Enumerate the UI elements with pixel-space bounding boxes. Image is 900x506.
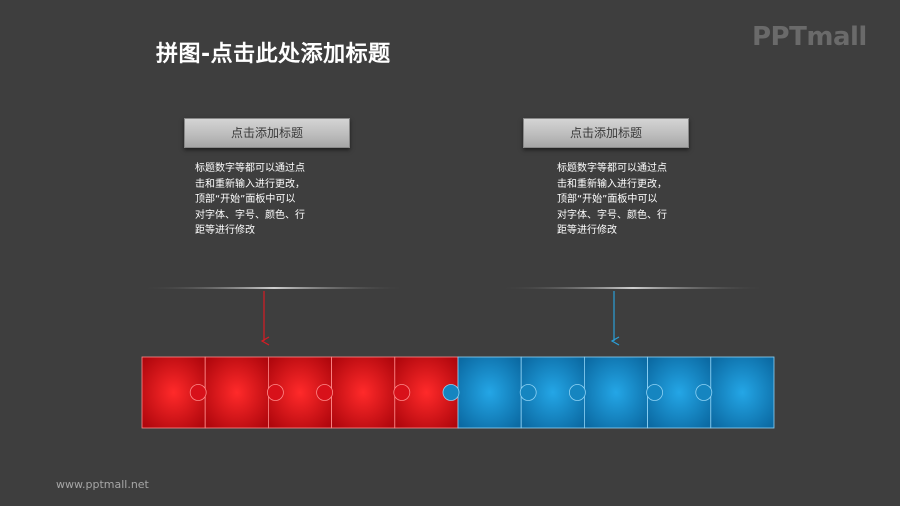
- left-body-text: 标题数字等都可以通过点 击和重新输入进行更改， 顶部“开始”面板中可以 对字体、…: [195, 161, 345, 239]
- text-line: 距等进行修改: [195, 225, 255, 236]
- puzzle-knob: [316, 384, 334, 401]
- text-line: 标题数字等都可以通过点: [195, 163, 305, 174]
- puzzle-knob: [189, 384, 207, 401]
- text-line: 顶部“开始”面板中可以: [557, 194, 658, 205]
- text-line: 标题数字等都可以通过点: [557, 163, 667, 174]
- puzzle-knob: [695, 384, 713, 401]
- blue-puzzle-piece: [584, 356, 649, 429]
- blue-puzzle-piece: [457, 356, 522, 429]
- text-line: 顶部“开始”面板中可以: [195, 194, 296, 205]
- puzzle-strip: [141, 356, 775, 429]
- puzzle-knob: [569, 384, 586, 401]
- puzzle-knob: [519, 384, 537, 401]
- text-line: 对字体、字号、颜色、行: [195, 209, 305, 221]
- text-line: 距等进行修改: [557, 225, 617, 236]
- red-puzzle-piece: [204, 356, 269, 429]
- right-separator-line: [498, 287, 768, 289]
- text-line: 对字体、字号、颜色、行: [557, 209, 667, 221]
- puzzle-knob: [393, 384, 411, 401]
- puzzle-knob: [646, 384, 663, 401]
- left-header-box[interactable]: 点击添加标题: [184, 118, 350, 148]
- text-line: 击和重新输入进行更改，: [557, 178, 667, 190]
- footer-url[interactable]: www.pptmall.net: [56, 478, 149, 491]
- blue-puzzle-piece: [710, 356, 775, 429]
- text-line: 击和重新输入进行更改，: [195, 178, 305, 190]
- red-puzzle-piece: [331, 356, 396, 429]
- pptmall-logo: PPTmall: [752, 22, 867, 52]
- left-separator-line: [140, 287, 408, 289]
- right-body-text: 标题数字等都可以通过点 击和重新输入进行更改， 顶部“开始”面板中可以 对字体、…: [557, 161, 707, 239]
- puzzle-knob: [266, 384, 284, 401]
- right-header-box[interactable]: 点击添加标题: [523, 118, 689, 148]
- slide-title: 拼图-点击此处添加标题: [156, 42, 391, 67]
- puzzle-knob: [442, 384, 460, 401]
